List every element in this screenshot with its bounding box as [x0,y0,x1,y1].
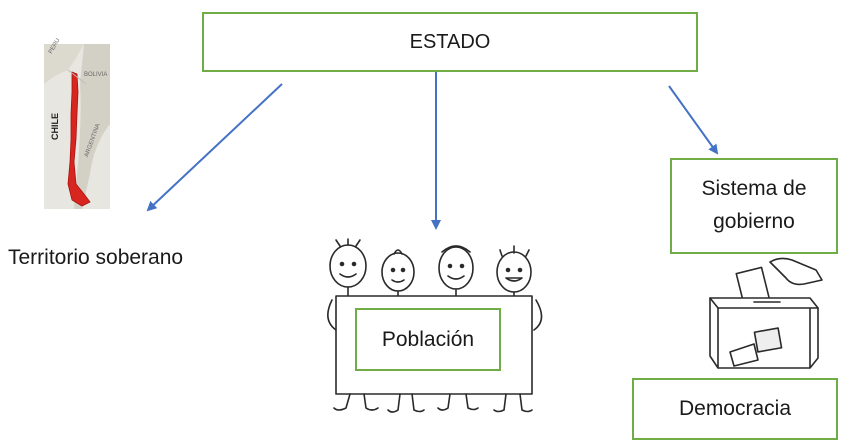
estado-box: ESTADO [202,12,698,72]
sistema-de-gobierno-line2: gobierno [713,210,795,233]
poblacion-box: Población [355,308,501,371]
arrow-to-territory [146,83,283,212]
estado-label: ESTADO [409,30,491,53]
map-label-chile: CHILE [50,113,60,140]
poblacion-label: Población [381,327,475,351]
chile-territory-shape [67,71,91,207]
territorio-label: Territorio soberano [8,246,184,269]
ballot-box-icon [709,257,823,369]
democracia-label: Democracia [678,397,792,420]
sistema-de-gobierno-line1: Sistema de [701,177,807,201]
democracia-box: Democracia [632,378,838,440]
arrow-to-government [668,85,719,155]
map-label-bolivia: BOLIVIA [84,72,108,78]
map-chile-icon [44,44,110,209]
sistema-de-gobierno-box: Sistema de gobierno [670,158,838,254]
chile-map: PERU BOLIVIA CHILE ARGENTINA [44,38,110,209]
